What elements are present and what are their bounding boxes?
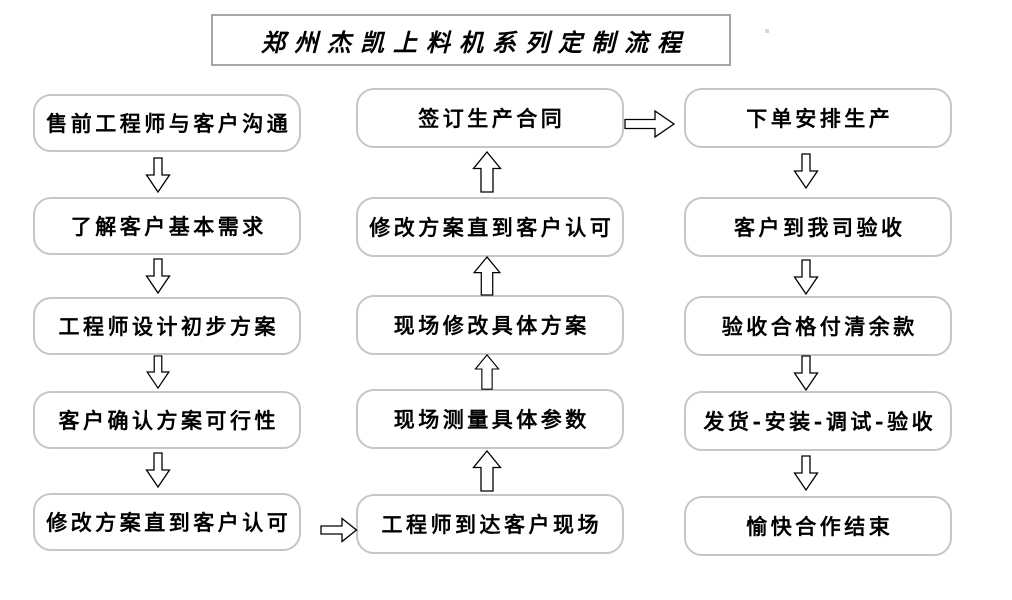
flow-node-place-order-production: 下单安排生产 — [684, 88, 952, 148]
flow-node-confirm-feasibility: 客户确认方案可行性 — [33, 391, 301, 449]
flow-node-label: 工程师设计初步方案 — [58, 314, 279, 339]
flow-node-label: 现场修改具体方案 — [393, 313, 590, 338]
selection-handle-dot — [765, 29, 769, 33]
flow-node-pay-balance: 验收合格付清余款 — [684, 296, 952, 356]
page-title: 郑州杰凯上料机系列定制流程 — [261, 27, 690, 57]
down-arrow-icon — [793, 259, 819, 296]
right-arrow-icon — [624, 109, 676, 139]
flow-node-label: 发货-安装-调试-验收 — [703, 409, 937, 434]
up-arrow-icon — [472, 151, 502, 193]
flow-node-presales-communication: 售前工程师与客户沟通 — [33, 94, 301, 152]
flow-node-ship-install-debug-accept: 发货-安装-调试-验收 — [684, 391, 952, 451]
up-arrow-icon — [474, 354, 500, 390]
down-arrow-icon — [793, 355, 819, 391]
flow-node-engineer-arrives-site: 工程师到达客户现场 — [356, 494, 624, 554]
flow-node-sign-contract: 签订生产合同 — [356, 88, 624, 148]
flow-node-label: 客户到我司验收 — [734, 215, 906, 240]
flow-node-onsite-measure-params: 现场测量具体参数 — [356, 389, 624, 449]
right-arrow-icon — [320, 517, 358, 543]
up-arrow-icon — [472, 256, 502, 296]
flow-node-label: 签订生产合同 — [418, 106, 566, 131]
flow-node-revise-until-approved-1: 修改方案直到客户认可 — [33, 493, 301, 551]
flow-node-label: 现场测量具体参数 — [393, 407, 590, 432]
down-arrow-icon — [145, 258, 171, 294]
flow-node-label: 修改方案直到客户认可 — [369, 215, 615, 240]
flow-node-onsite-modify-plan: 现场修改具体方案 — [356, 295, 624, 355]
flow-node-label: 工程师到达客户现场 — [381, 512, 602, 537]
flow-node-label: 客户确认方案可行性 — [58, 408, 279, 433]
flow-node-happy-cooperation-end: 愉快合作结束 — [684, 496, 952, 556]
flow-node-label: 修改方案直到客户认可 — [46, 510, 292, 535]
up-arrow-icon — [472, 450, 502, 492]
flow-node-preliminary-design: 工程师设计初步方案 — [33, 297, 301, 355]
down-arrow-icon — [793, 153, 819, 190]
flow-node-label: 了解客户基本需求 — [70, 214, 267, 239]
flow-node-understand-needs: 了解客户基本需求 — [33, 197, 301, 255]
down-arrow-icon — [145, 452, 171, 488]
flow-node-label: 售前工程师与客户沟通 — [46, 111, 292, 136]
title-box: 郑州杰凯上料机系列定制流程 — [211, 14, 731, 66]
flow-node-label: 下单安排生产 — [746, 106, 894, 131]
flow-node-customer-acceptance-visit: 客户到我司验收 — [684, 197, 952, 257]
flow-node-label: 愉快合作结束 — [746, 514, 894, 539]
flow-node-label: 验收合格付清余款 — [721, 314, 918, 339]
down-arrow-icon — [793, 455, 819, 492]
down-arrow-icon — [145, 157, 171, 193]
flow-node-revise-until-approved-2: 修改方案直到客户认可 — [356, 197, 624, 257]
down-arrow-icon — [145, 355, 171, 389]
